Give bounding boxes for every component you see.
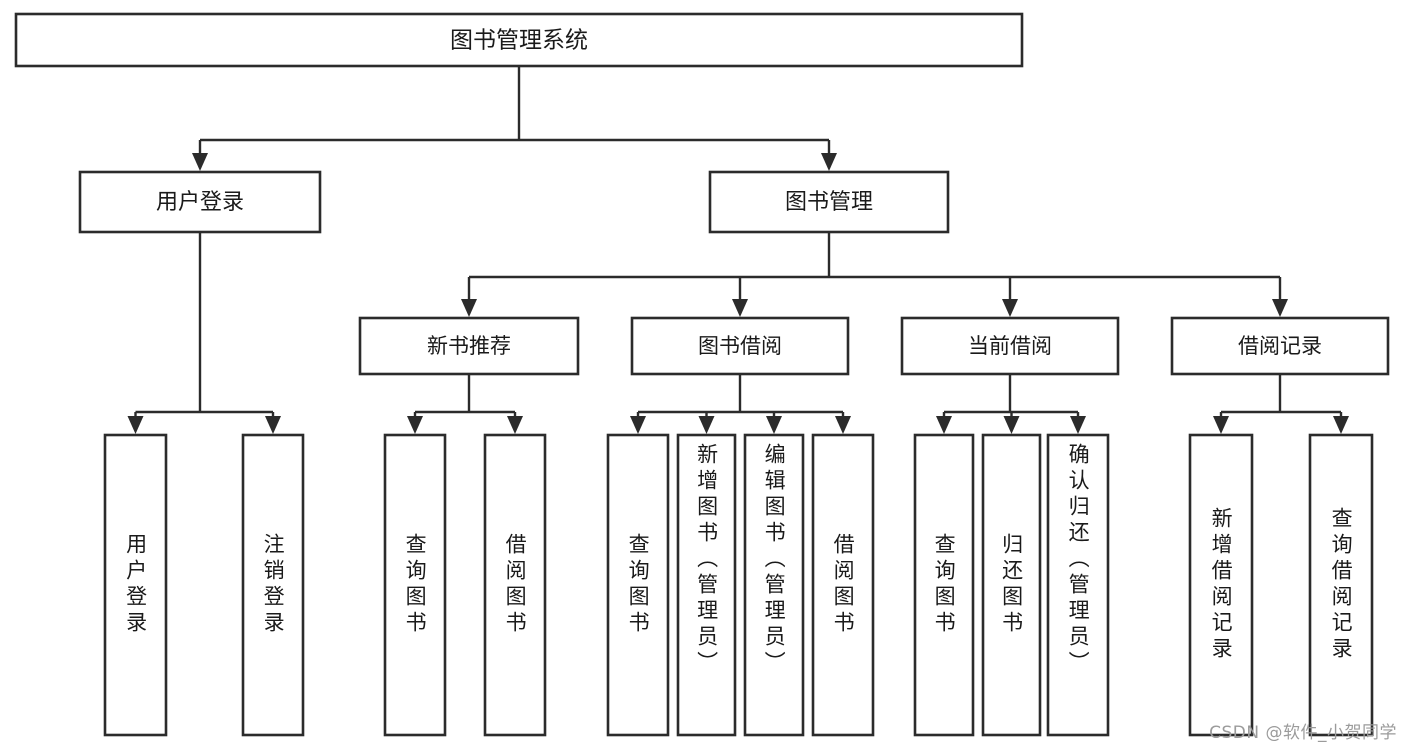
level3-node-2[interactable]: 当前借阅 (900, 316, 1120, 376)
level3-1-to-leaf-1-arrowhead (698, 416, 715, 434)
level3-2-to-leaf-0-arrowhead (936, 416, 952, 434)
level3-node-3-label: 借阅记录 (1238, 334, 1322, 358)
root-node-book-system[interactable]: 图书管理系统 (14, 12, 1024, 68)
level3-node-1-rect[interactable] (630, 316, 850, 376)
userlogin-to-leaf-1-arrowhead (265, 416, 281, 434)
root-node-book-system-label: 图书管理系统 (450, 28, 588, 54)
level3-1-to-leaf-2-arrowhead (766, 416, 782, 434)
leaf-node-6[interactable] (743, 433, 805, 737)
leaf-node-12-rect[interactable] (1308, 433, 1374, 737)
leaf-node-2[interactable] (383, 433, 447, 737)
level2-node-1-rect[interactable] (708, 170, 950, 234)
leaf-node-4[interactable] (606, 433, 670, 737)
level3-node-0-rect[interactable] (358, 316, 580, 376)
leaf-node-8-rect[interactable] (913, 433, 975, 737)
level3-node-0[interactable]: 新书推荐 (358, 316, 580, 376)
leaf-node-5[interactable] (676, 433, 737, 737)
level3-0-to-leaf-1-arrowhead (507, 416, 523, 434)
leaf-node-7-rect[interactable] (811, 433, 875, 737)
level3-node-1-label: 图书借阅 (698, 334, 782, 358)
leaf-node-1-rect[interactable] (241, 433, 305, 737)
root-to-level2-1-arrowhead (821, 153, 837, 171)
level3-3-to-leaf-1-arrowhead (1333, 416, 1349, 434)
leaf-node-11[interactable] (1188, 433, 1254, 737)
leaf-node-0[interactable] (103, 433, 168, 737)
leaf-node-0-rect[interactable] (103, 433, 168, 737)
root-to-level2-0-arrowhead (192, 153, 208, 171)
leaf-node-10[interactable] (1046, 433, 1110, 737)
leaf-node-8[interactable] (913, 433, 975, 737)
bookmgmt-to-level3-3-arrowhead (1272, 299, 1288, 317)
level3-node-3-rect[interactable] (1170, 316, 1390, 376)
userlogin-to-leaf-0-arrowhead (127, 416, 144, 434)
level3-2-to-leaf-2-arrowhead (1070, 416, 1086, 434)
leaf-node-3[interactable] (483, 433, 547, 737)
bookmgmt-to-level3-1-arrowhead (732, 299, 748, 317)
leaf-node-10-rect[interactable] (1046, 433, 1110, 737)
leaf-node-3-rect[interactable] (483, 433, 547, 737)
leaf-node-7[interactable] (811, 433, 875, 737)
bookmgmt-to-level3-0-arrowhead (461, 299, 477, 317)
leaf-node-12[interactable] (1308, 433, 1374, 737)
leaf-node-2-rect[interactable] (383, 433, 447, 737)
root-node-book-system-rect[interactable] (14, 12, 1024, 68)
level3-node-2-rect[interactable] (900, 316, 1120, 376)
leaf-node-6-rect[interactable] (743, 433, 805, 737)
leaf-node-11-rect[interactable] (1188, 433, 1254, 737)
level3-1-to-leaf-3-arrowhead (835, 416, 851, 434)
level3-3-to-leaf-0-arrowhead (1213, 416, 1229, 434)
level3-node-2-label: 当前借阅 (968, 334, 1052, 358)
watermark: CSDN @软件_小贺同学 (1209, 723, 1397, 743)
leaf-node-1[interactable] (241, 433, 305, 737)
leaf-node-4-rect[interactable] (606, 433, 670, 737)
bookmgmt-to-level3-2-arrowhead (1002, 299, 1018, 317)
leaf-node-9-rect[interactable] (981, 433, 1042, 737)
level2-node-0[interactable]: 用户登录 (78, 170, 322, 234)
level2-node-1-label: 图书管理 (785, 190, 873, 215)
level3-node-0-label: 新书推荐 (427, 334, 511, 358)
level3-0-to-leaf-0-arrowhead (407, 416, 423, 434)
level3-2-to-leaf-1-arrowhead (1003, 416, 1020, 434)
level2-node-1[interactable]: 图书管理 (708, 170, 950, 234)
leaf-node-5-rect[interactable] (676, 433, 737, 737)
level2-node-0-rect[interactable] (78, 170, 322, 234)
level3-node-1[interactable]: 图书借阅 (630, 316, 850, 376)
level2-node-0-label: 用户登录 (156, 190, 244, 215)
connector-layer (127, 66, 1349, 434)
level3-1-to-leaf-0-arrowhead (630, 416, 646, 434)
level3-node-3[interactable]: 借阅记录 (1170, 316, 1390, 376)
leaf-node-9[interactable] (981, 433, 1042, 737)
